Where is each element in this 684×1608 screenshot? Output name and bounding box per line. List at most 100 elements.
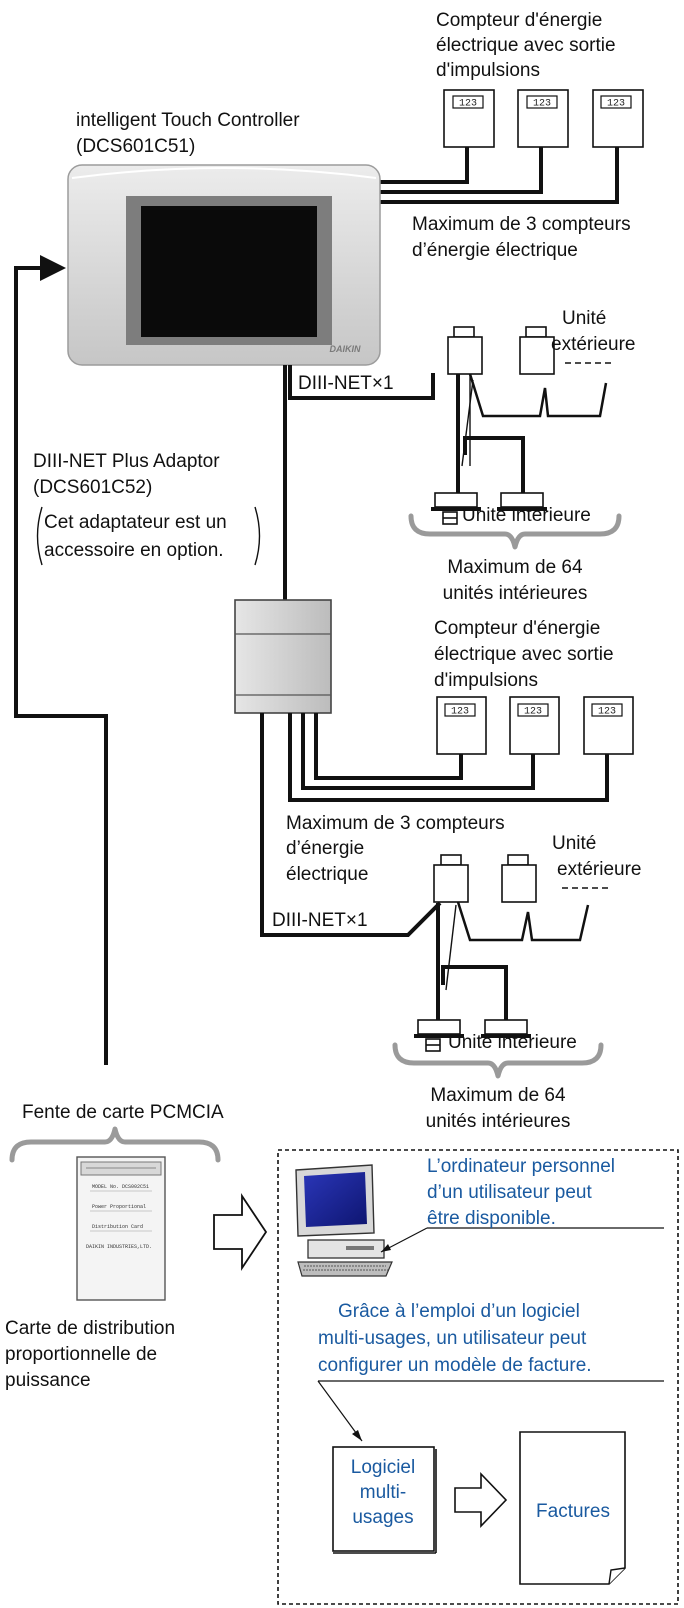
software-callout-pointer	[317, 1380, 363, 1442]
meter-group-1-max-line-1: Maximum de 3 compteurs	[412, 214, 631, 235]
meter-group-1-title-line-3: d'impulsions	[436, 60, 540, 81]
outdoor-unit-2a	[433, 854, 469, 903]
controller-title-line-1: intelligent Touch Controller	[76, 110, 300, 131]
software-box-line-1: Logiciel	[351, 1457, 415, 1478]
meter-display: 123	[607, 99, 625, 110]
energy-meter-1a: 123	[443, 89, 495, 148]
touch-controller-device: DAIKIN	[67, 164, 381, 366]
pcmcia-slot-brace	[9, 1126, 221, 1163]
network-2-indoor-label: Unité intérieure	[448, 1032, 577, 1053]
controller-title-line-2: (DCS601C51)	[76, 136, 195, 157]
meter-group-1-max-line-2: d’énergie électrique	[412, 240, 578, 261]
diii-net-plus-adaptor-device	[234, 599, 332, 714]
software-note-line-3: configurer un modèle de facture.	[318, 1355, 592, 1376]
card-text-line: DAIKIN INDUSTRIES,LTD.	[86, 1244, 152, 1250]
meter-group-2-title-line-2: électrique avec sortie	[434, 644, 614, 665]
software-note-line-2: multi-usages, un utilisateur peut	[318, 1328, 587, 1349]
meter-display: 123	[598, 707, 616, 718]
meter-group-2-title-line-1: Compteur d'énergie	[434, 618, 600, 639]
meter-group-2-max-line-2: d’énergie	[286, 838, 364, 859]
card-text-line: Power Proportional	[92, 1204, 146, 1210]
outdoor-unit-2b	[501, 854, 537, 903]
diii-net-2-bus	[260, 713, 442, 937]
hollow-arrow-right-icon	[213, 1193, 268, 1271]
indoor-pipe-2	[445, 904, 457, 991]
network-2-max-line-1: Maximum de 64	[430, 1085, 566, 1106]
network-1-bus-label: DIII-NET×1	[298, 373, 394, 394]
pc-panel-frame	[277, 1149, 679, 1605]
software-note-line-1: Grâce à l’emploi d’un logiciel	[338, 1301, 580, 1322]
pcmcia-caption-line-3: puissance	[5, 1370, 91, 1391]
daikin-logo: DAIKIN	[330, 344, 361, 354]
indoor-unit-2b	[481, 1019, 531, 1038]
meter-group-2-title-line-3: d'impulsions	[434, 670, 538, 691]
meter-display: 123	[533, 99, 551, 110]
refrigerant-pipe-2	[456, 901, 590, 942]
meter-group-1-title-line-1: Compteur d'énergie	[436, 10, 602, 31]
meter-wire-3	[378, 147, 619, 204]
pc-note-line-2: d’un utilisateur peut	[427, 1182, 592, 1203]
outdoor-unit-1a	[447, 326, 483, 375]
indoor-wire-1b	[463, 436, 525, 493]
meter-wire-4	[314, 713, 463, 780]
indoor-unit-1b	[497, 492, 547, 511]
note-paren-right	[254, 506, 261, 566]
pc-note-line-3: être disponible.	[427, 1208, 556, 1229]
software-box-line-3: usages	[352, 1507, 413, 1528]
energy-meter-2b: 123	[509, 696, 560, 755]
meter-group-1-title-line-2: électrique avec sortie	[436, 35, 616, 56]
meter-wire-2	[378, 147, 543, 194]
meter-display: 123	[451, 707, 469, 718]
energy-meter-2a: 123	[436, 696, 487, 755]
invoice-label: Factures	[536, 1501, 610, 1522]
meter-group-2-max-line-3: électrique	[286, 864, 368, 885]
pcmcia-caption-line-1: Carte de distribution	[5, 1318, 175, 1339]
meter-wire-1	[378, 147, 469, 184]
energy-meter-1b: 123	[517, 89, 569, 148]
indoor-units-1-brace	[408, 513, 622, 550]
adaptor-title-line-1: DIII-NET Plus Adaptor	[33, 451, 220, 472]
network-1-max-line-1: Maximum de 64	[447, 557, 583, 578]
meter-wire-5	[301, 713, 535, 790]
adaptor-note-line-1: Cet adaptateur est un	[44, 512, 227, 533]
pcmcia-slot-label: Fente de carte PCMCIA	[22, 1102, 224, 1123]
software-box-line-2: multi-	[360, 1482, 406, 1503]
indoor-unit-2a	[414, 1019, 464, 1038]
card-text-line: MODEL No. DCS002C51	[92, 1184, 149, 1190]
pc-note-line-1: L’ordinateur personnel	[427, 1156, 615, 1177]
indoor-pipe-1c	[461, 379, 474, 467]
arrow-head-icon	[352, 1430, 362, 1441]
remote-controller-icon	[442, 511, 458, 525]
pcmcia-link-line	[14, 266, 108, 1065]
network-1-indoor-label: Unité intérieure	[462, 505, 591, 526]
meter-display: 123	[524, 707, 542, 718]
card-text-line: Distribution Card	[92, 1224, 143, 1230]
energy-meter-1c: 123	[592, 89, 644, 148]
network-2-outdoor-line-1: Unité	[552, 833, 596, 854]
touch-screen	[141, 206, 317, 337]
meter-display: 123	[459, 99, 477, 110]
network-2-bus-label: DIII-NET×1	[272, 910, 368, 931]
adaptor-note-line-2: accessoire en option.	[44, 540, 224, 561]
arrow-head-icon	[381, 1244, 391, 1252]
indoor-wire-2b	[441, 965, 508, 1020]
indoor-units-2-brace	[392, 1042, 604, 1079]
refrigerant-pipe-1	[468, 373, 608, 418]
meter-group-2-max-line-1: Maximum de 3 compteurs	[286, 813, 505, 834]
hollow-arrow-right-icon	[454, 1472, 508, 1528]
arrow-right-icon	[40, 255, 66, 281]
indoor-pipe-1	[469, 374, 471, 466]
network-2-max-line-2: unités intérieures	[426, 1111, 571, 1132]
outdoor-unit-1b	[519, 326, 555, 375]
diii-net-1-bus	[288, 365, 435, 400]
energy-meter-2c: 123	[583, 696, 634, 755]
network-1-max-line-2: unités intérieures	[443, 583, 588, 604]
software-box: Logiciel multi- usages	[332, 1446, 437, 1554]
network-1-outdoor-line-1: Unité	[562, 308, 606, 329]
pcmcia-caption-line-2: proportionnelle de	[5, 1344, 157, 1365]
power-distribution-card: MODEL No. DCS002C51 Power Proportional D…	[76, 1156, 166, 1301]
network-1-outdoor-line-2: extérieure	[551, 334, 636, 355]
personal-computer-icon	[295, 1164, 393, 1277]
network-2-outdoor-line-2: extérieure	[557, 859, 642, 880]
